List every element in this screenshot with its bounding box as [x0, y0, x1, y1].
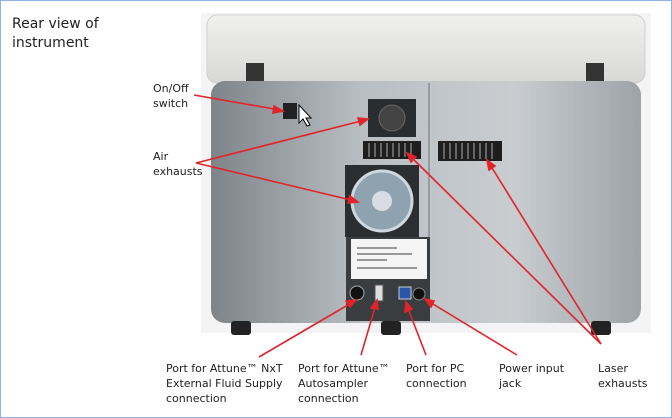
foot — [231, 321, 251, 335]
label-fluid-port: Port for Attune™ NxT External Fluid Supp… — [166, 362, 283, 405]
diagram-title: Rear view of instrument — [12, 16, 99, 51]
label-power-jack: Power input jack — [499, 362, 565, 390]
label-on-off-switch: On/Off switch — [153, 82, 189, 110]
callout-arrows — [193, 94, 602, 358]
instrument-lid — [206, 14, 646, 84]
cursor-icon — [298, 103, 313, 127]
laser-vent-right — [438, 141, 502, 161]
air-vent-left — [363, 141, 421, 159]
label-air-exhausts: Air exhausts — [153, 150, 203, 178]
label-laser-exhausts: Laser exhausts — [598, 362, 648, 390]
instrument-body — [211, 81, 641, 323]
on-off-switch — [283, 103, 297, 119]
label-autosampler-port: Port for Attune™ Autosampler connection — [298, 362, 390, 405]
label-pc-port: Port for PC connection — [406, 362, 467, 390]
